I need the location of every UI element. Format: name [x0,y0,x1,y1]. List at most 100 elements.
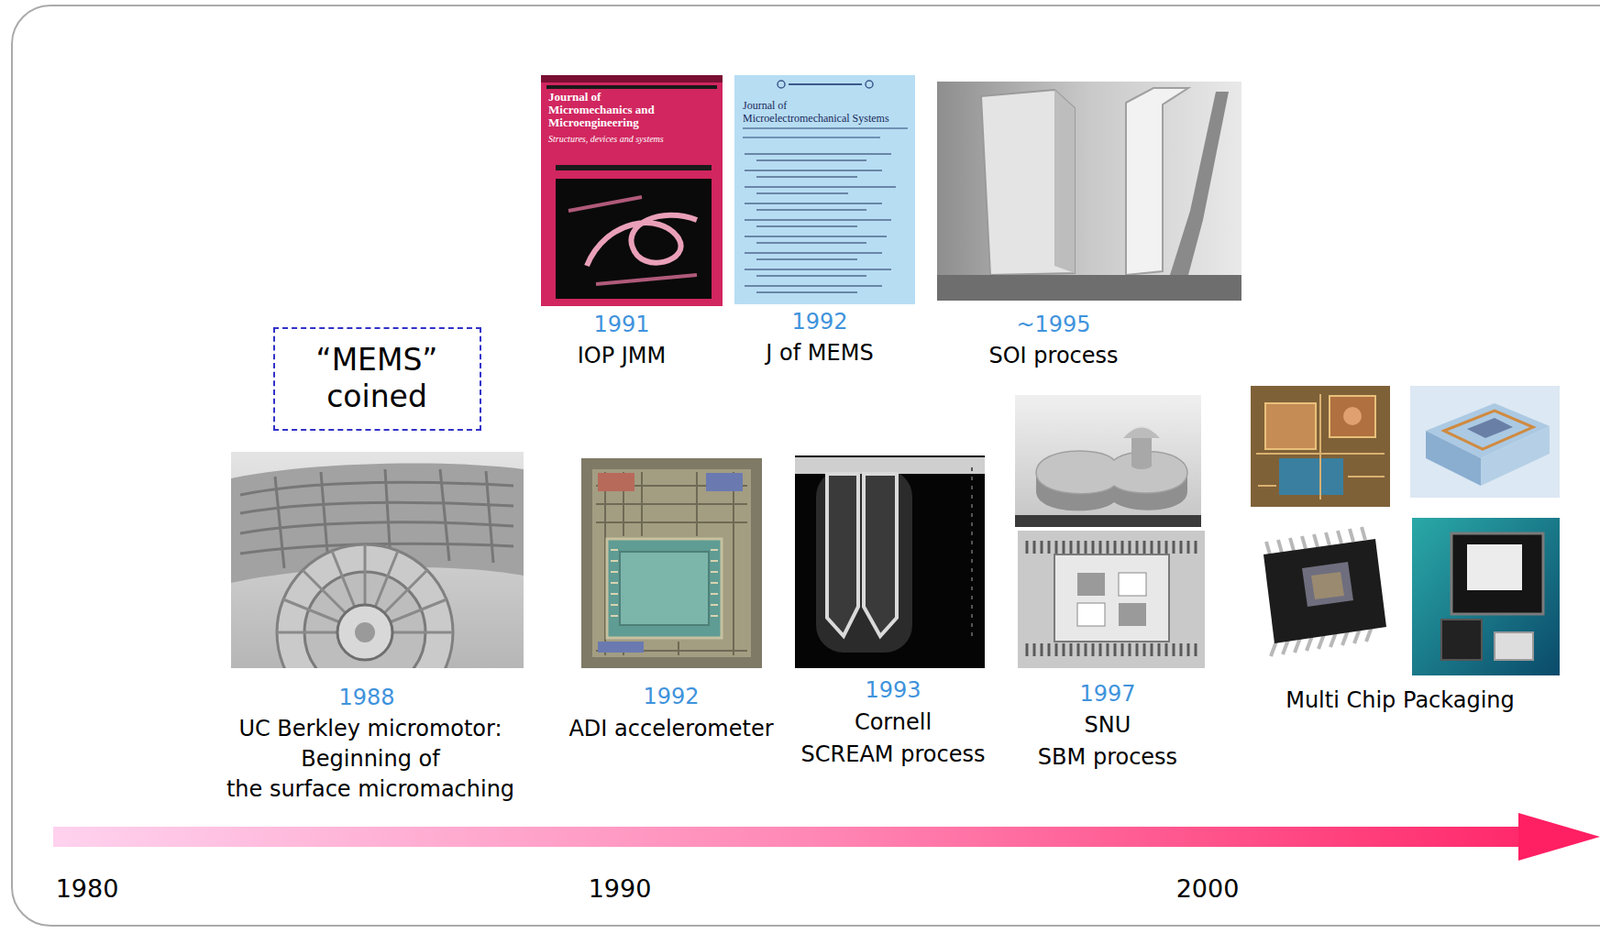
text-line: Multi Chip Packaging [1285,685,1515,717]
die-circuit [592,469,751,658]
text-line: IOP JMM [577,341,667,372]
journal-title: Journal of Microelectromechanical System… [742,99,890,125]
die-block [597,473,635,492]
text-line: Beginning of [226,744,515,775]
soi-tilted-beam [1169,91,1229,276]
sensor-frame [606,539,722,639]
small-chip [1494,632,1534,661]
journal-title: Journal of Micromechanics and Microengin… [548,90,655,130]
rotor-outer [276,544,453,669]
text-line: 1990 [588,873,652,905]
text-line: 1993 [864,675,921,707]
glow-halo [816,469,913,653]
chip [1265,403,1316,450]
cover-ground [540,75,723,307]
chip [1279,458,1344,496]
snu-plate [1054,554,1170,642]
text-line: Journal of [548,90,655,104]
event-caption: IOP JMM [577,341,667,372]
die-ground [581,458,762,669]
text-line: Micromechanics and [548,103,655,117]
cover-rule [546,85,718,89]
snu-pad-top [1036,451,1188,495]
frame-border [11,5,1600,927]
text-line: UC Berkley micromotor: [226,714,515,745]
text-line: the surface micromaching [226,774,515,806]
mcp-photo-3 [1252,518,1395,669]
photo-ground [1412,518,1560,676]
event-caption: SOI process [988,341,1118,372]
year-label: ~1995 [1015,309,1091,341]
cover-subtitle-lines [742,128,908,138]
text-line: Microengineering [548,116,655,130]
photo-ground [937,81,1242,301]
photo-ground [1410,386,1560,498]
die-block [597,641,644,653]
text-line: SOI process [988,341,1118,372]
text-line: Structures, devices and systems [548,133,664,145]
text-line: ~1995 [1015,309,1091,341]
snu-comb-photo [1017,530,1205,669]
photo-ground [1252,518,1395,669]
proof-mass [619,551,709,626]
event-caption: Cornell SCREAM process [801,706,986,772]
rotor-hub [337,605,393,661]
photo-ground [1250,386,1391,508]
soi-photo [937,81,1242,301]
text-line: SBM process [1037,741,1178,774]
year-label: 1992 [791,307,848,338]
dashed-callout-box: “MEMS” coined [273,327,482,431]
timeline-bar [53,827,1523,848]
event-caption: ADI accelerometer [568,714,773,745]
year-label: 1991 [593,309,650,341]
mcp-photo-1 [1250,386,1391,508]
text-line: 1992 [791,307,848,338]
soi-block-side [1054,89,1075,274]
text-line: SCREAM process [801,739,986,772]
micromotor-photo [231,452,524,669]
axis-year: 1990 [588,873,652,905]
text-line: 1991 [593,309,650,341]
soi-block [981,89,1075,276]
node-text: “MEMS” coined [316,342,439,416]
die [1311,572,1345,600]
photo-info-bar [1015,515,1202,528]
text-line: Cornell [801,706,986,740]
qfn-package [1451,533,1544,615]
die-block [706,473,743,492]
year-label: 1988 [338,683,395,714]
soi-base [937,275,1242,301]
cover-image [555,178,712,299]
event-caption: Multi Chip Packaging [1285,685,1515,717]
snu-cell [1077,603,1105,627]
comb-fingers [1026,540,1196,657]
scream-pillar [863,474,897,637]
cover-ground [734,75,916,305]
package-side [1425,430,1481,486]
mcp-photo-2 [1410,386,1560,498]
rotor-bearing [354,622,376,643]
cover-streaks [568,197,697,285]
text-line: Microelectromechanical Systems [742,111,890,125]
year-label: 1997 [1079,679,1136,710]
text-line: coined [316,378,439,416]
text-line: 2000 [1176,873,1240,905]
comb-fingers [610,550,718,617]
journal-subtitle: Structures, devices and systems [548,133,664,145]
jmems-cover [734,75,916,305]
year-label: 1992 [642,682,699,713]
lead-frame [1444,410,1534,450]
snu-post-base [1131,462,1152,470]
cover-header-line [788,83,862,86]
text-line: Journal of [742,99,890,112]
snu-cell [1118,573,1147,596]
chip-feature [1343,407,1362,426]
text-line: SNU [1037,709,1178,742]
cover-top-strip [540,75,723,83]
photo-ground [1017,530,1205,669]
text-line: 1997 [1079,679,1136,710]
cover-logo [777,80,785,89]
cover-rule [555,165,712,171]
snu-cell [1077,573,1105,596]
snu-cell [1118,603,1147,627]
